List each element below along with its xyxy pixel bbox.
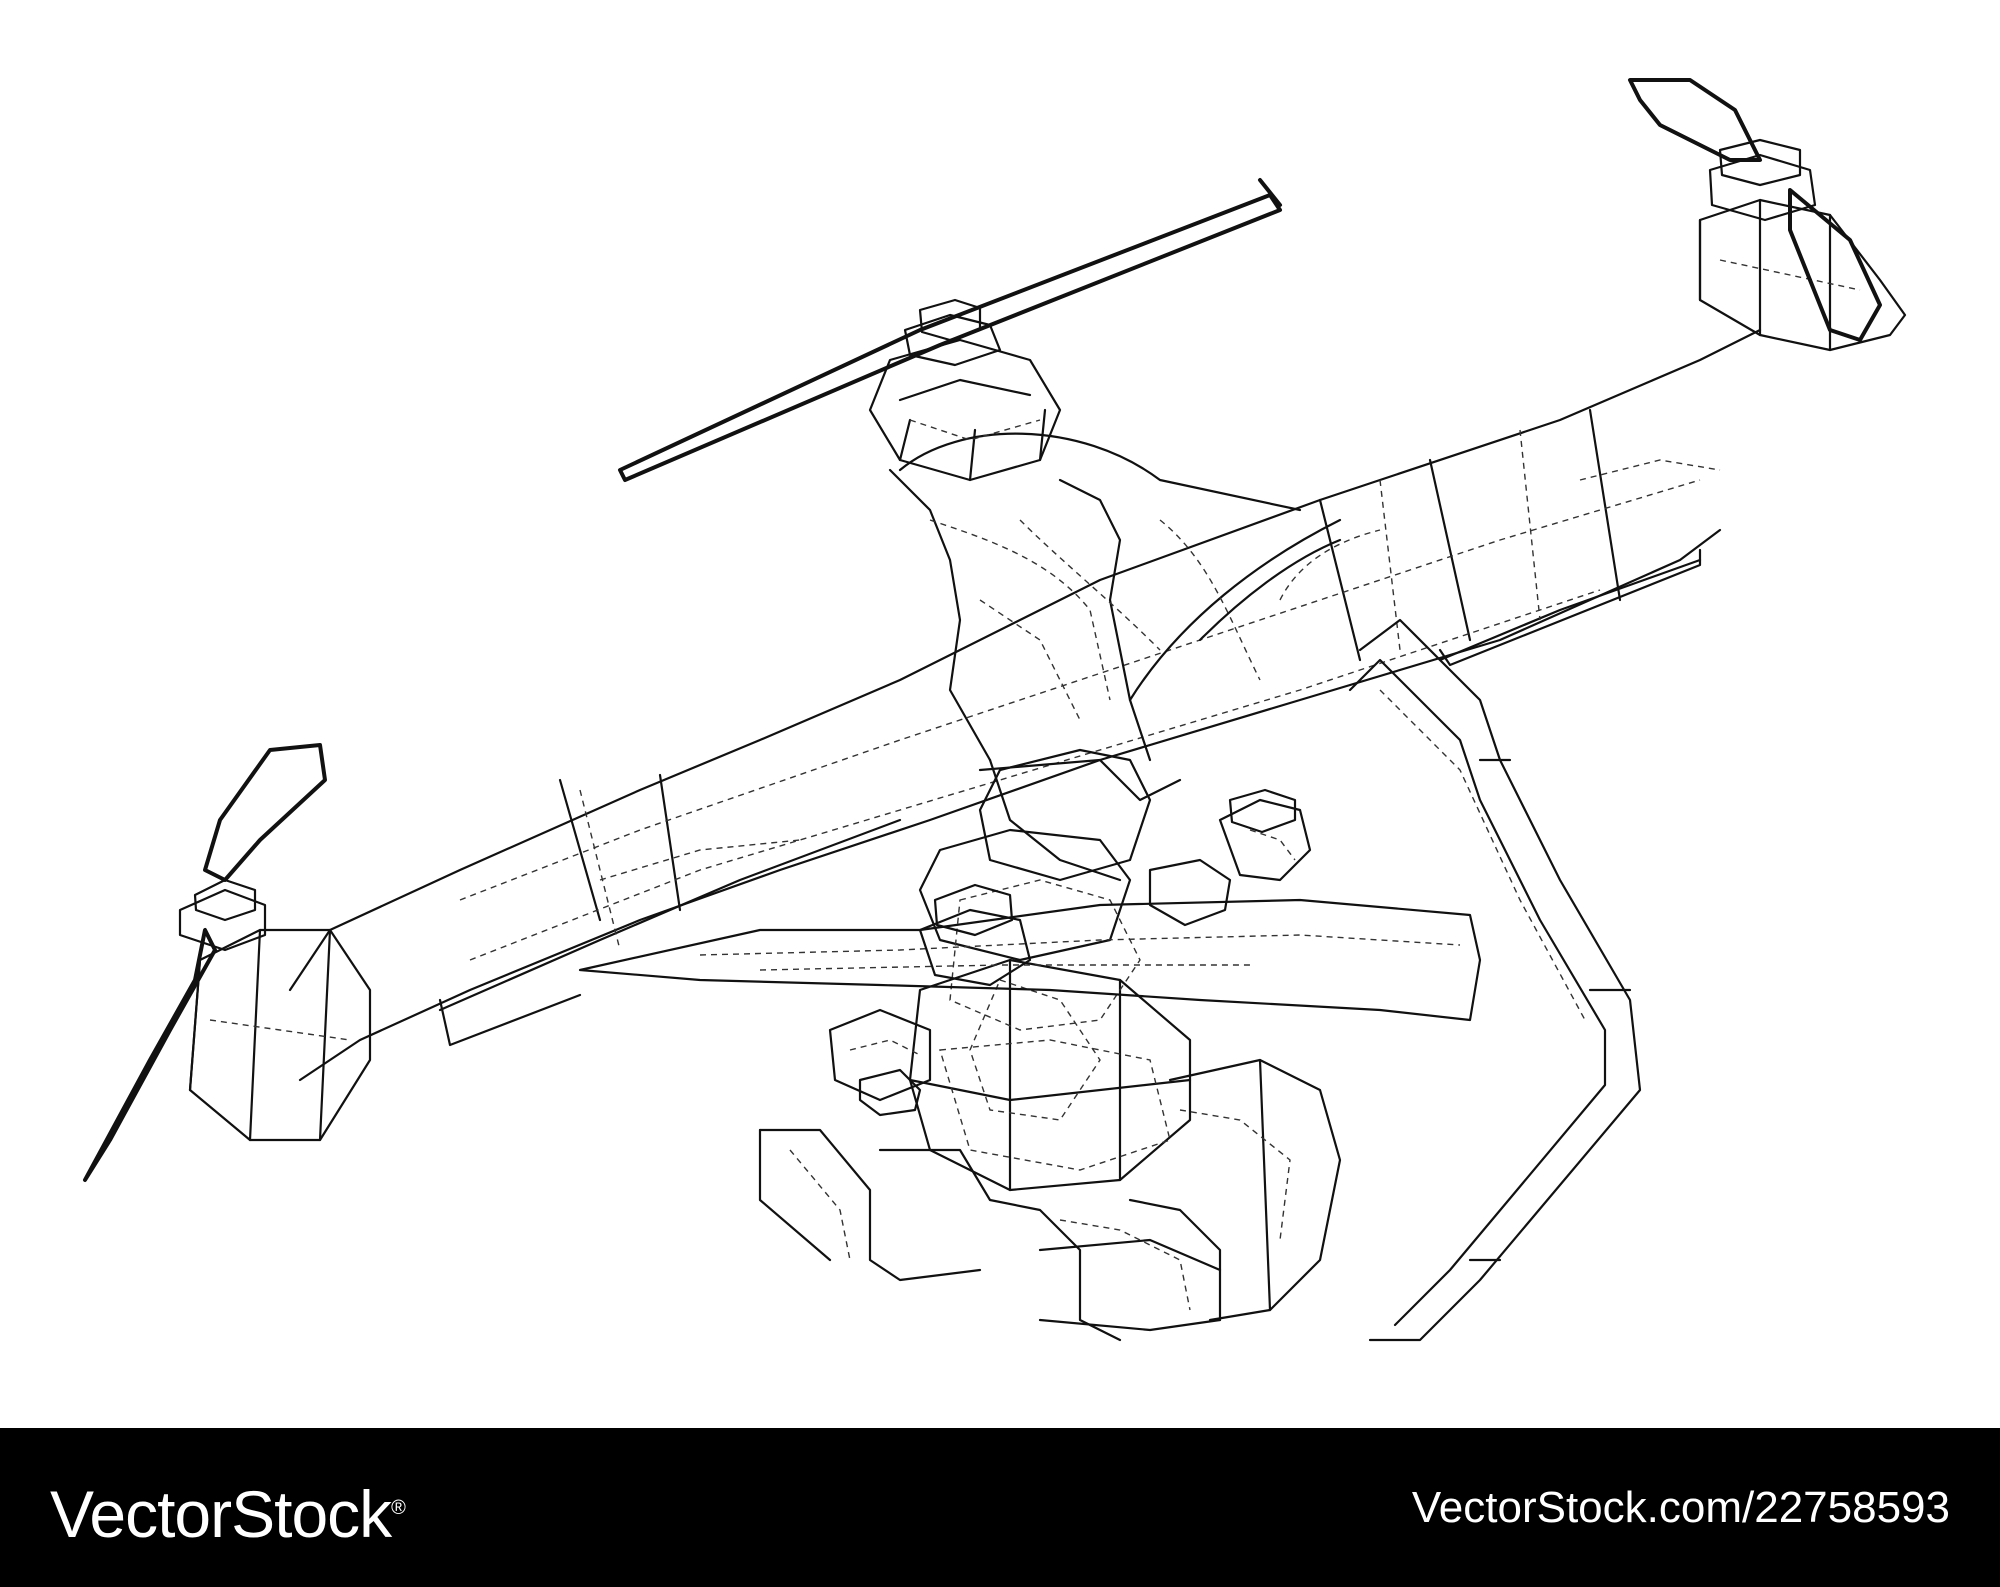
propeller-left xyxy=(83,743,327,1182)
arm-underside xyxy=(438,459,1721,1047)
camera-gimbal xyxy=(878,748,1342,1342)
motor-bottom xyxy=(828,788,1312,1117)
watermark-banner: VectorStock® VectorStock.com/22758593 xyxy=(0,1428,2000,1587)
motor-right xyxy=(1698,138,1907,352)
drone-body-shell xyxy=(888,432,1381,882)
motor-top xyxy=(868,298,1062,482)
registered-mark: ® xyxy=(391,1497,406,1519)
watermark-stock-id: VectorStock.com/22758593 xyxy=(1411,1483,1950,1532)
watermark-logo: VectorStock® xyxy=(50,1468,406,1554)
propeller-bottom xyxy=(578,898,1482,1022)
motor-left xyxy=(178,878,372,1142)
drone-main-arm xyxy=(288,328,1762,1082)
propeller-top xyxy=(618,178,1282,482)
propeller-right xyxy=(1628,78,1882,342)
watermark-brand-text: VectorStock xyxy=(50,1477,392,1551)
landing-gear xyxy=(758,618,1642,1342)
drone-wireframe-illustration xyxy=(83,78,1907,1342)
